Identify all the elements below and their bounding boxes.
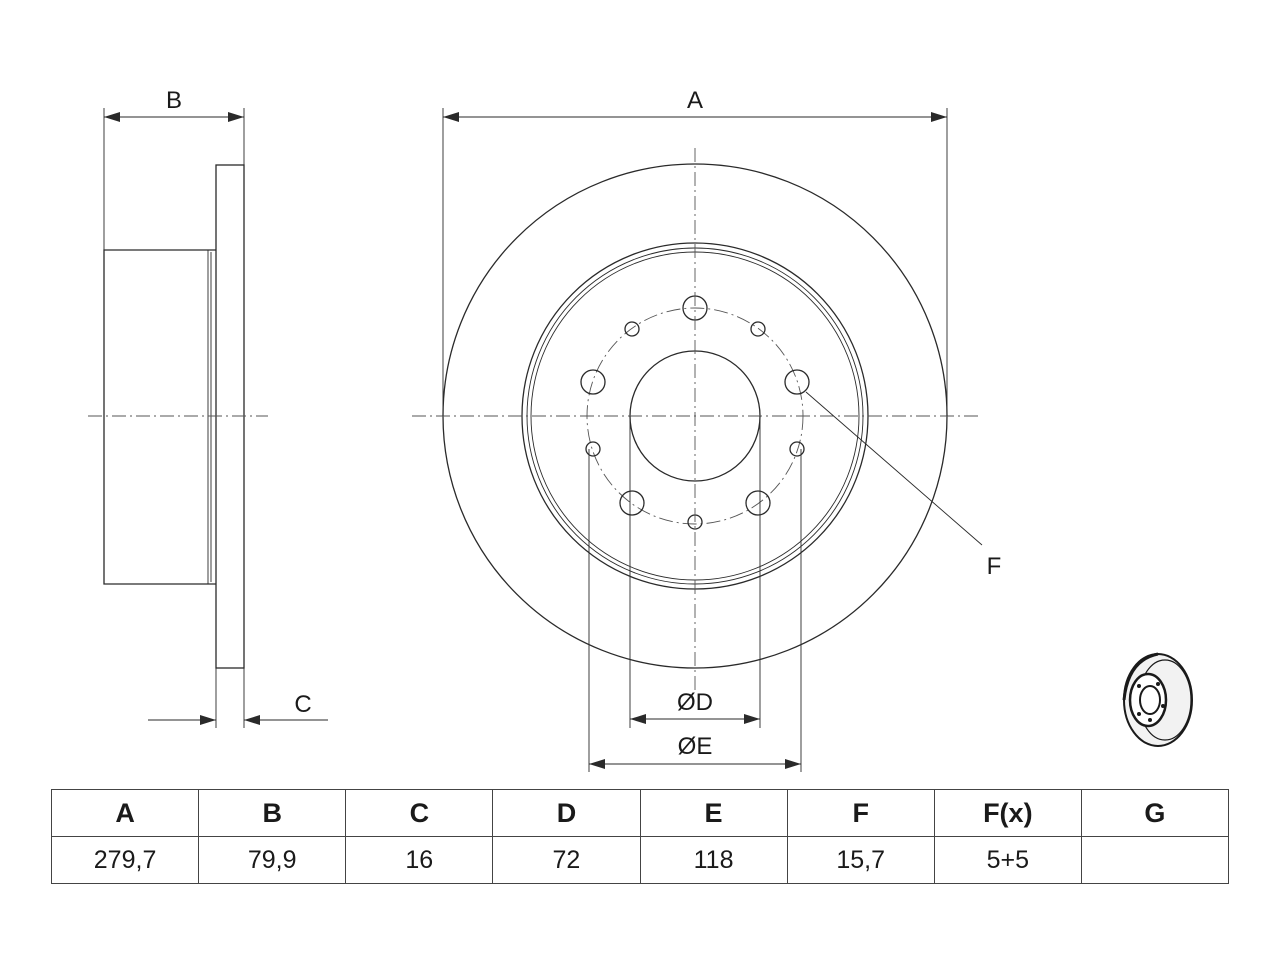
- value-cell-fx: 5+5: [933, 836, 1082, 884]
- dimension-label-b: B: [166, 87, 182, 114]
- header-cell-a: A: [50, 789, 200, 837]
- header-cell-fx: F(x): [933, 789, 1082, 837]
- dimension-label-d: ØD: [677, 689, 713, 716]
- value-cell-c: 16: [345, 836, 494, 884]
- value-cell-d: 72: [492, 836, 641, 884]
- value-cell-b: 79,9: [198, 836, 347, 884]
- value-cell-f: 15,7: [786, 836, 935, 884]
- dimension-label-f: F: [987, 553, 1002, 580]
- dimension-label-a: A: [687, 87, 703, 114]
- side-view: B C: [88, 87, 328, 728]
- spec-table-header-row: A B C D E F F(x) G: [50, 789, 1230, 837]
- header-cell-d: D: [492, 789, 641, 837]
- spec-table-value-row: 279,7 79,9 16 72 118 15,7 5+5: [50, 836, 1230, 884]
- header-cell-f: F: [786, 789, 935, 837]
- value-cell-g: [1080, 836, 1230, 884]
- dimension-label-e: ØE: [678, 733, 713, 760]
- header-cell-b: B: [198, 789, 347, 837]
- front-view: A F ØD ØE: [412, 87, 1001, 772]
- value-cell-a: 279,7: [50, 836, 200, 884]
- dimension-label-c: C: [294, 691, 311, 718]
- header-cell-e: E: [639, 789, 788, 837]
- header-cell-g: G: [1080, 789, 1230, 837]
- value-cell-e: 118: [639, 836, 788, 884]
- spec-table: A B C D E F F(x) G 279,7 79,9 16 72 118 …: [50, 789, 1230, 884]
- disc-thumbnail-image: [1122, 652, 1193, 747]
- header-cell-c: C: [345, 789, 494, 837]
